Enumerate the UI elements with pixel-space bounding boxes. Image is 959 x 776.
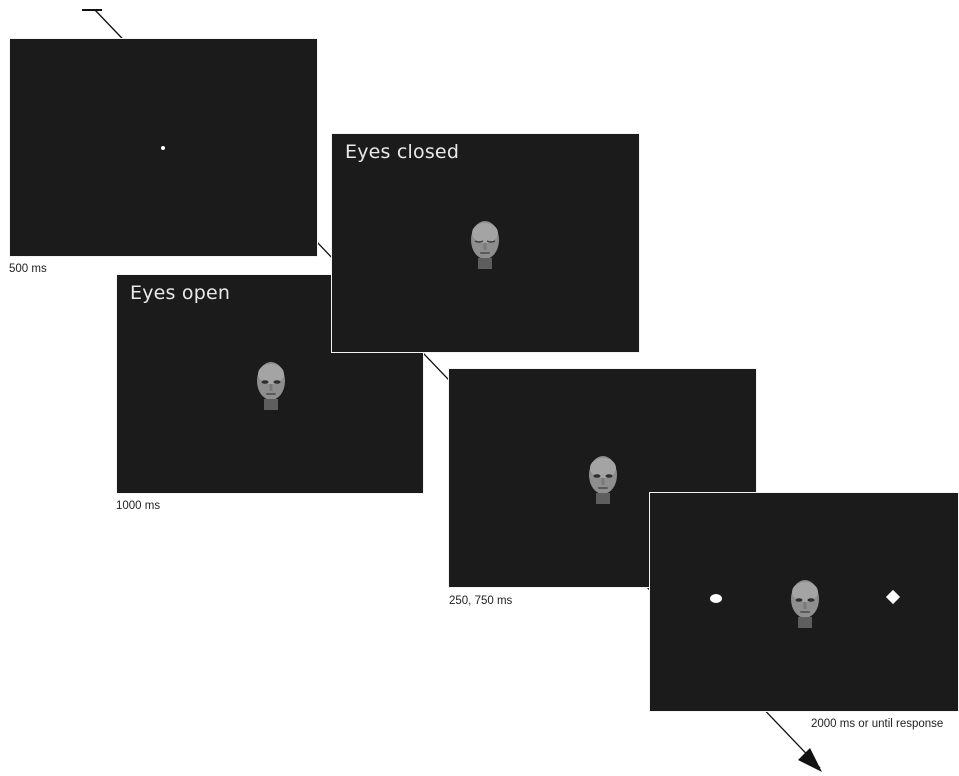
face-icon [466,218,504,270]
fixation-cross-icon [161,146,165,150]
target-left-icon [710,594,722,603]
eyes-open-duration-label: 1000 ms [116,500,161,512]
face-icon [252,359,290,411]
fixation-duration-label: 500 ms [9,263,47,275]
face-icon [584,453,622,505]
target-duration-label: 2000 ms or until response [811,718,944,730]
gaze-shift-duration-label: 250, 750 ms [449,595,513,607]
target-right-icon [885,589,901,605]
timeline-arrowhead [798,748,822,772]
face-icon [786,577,824,629]
target-screen [649,492,959,712]
eyes-closed-title: Eyes closed [345,141,460,163]
fixation-screen [9,38,318,257]
eyes-closed-screen: Eyes closed [331,133,640,353]
eyes-open-title: Eyes open [130,282,231,304]
gaze-shift-screen [448,368,757,588]
